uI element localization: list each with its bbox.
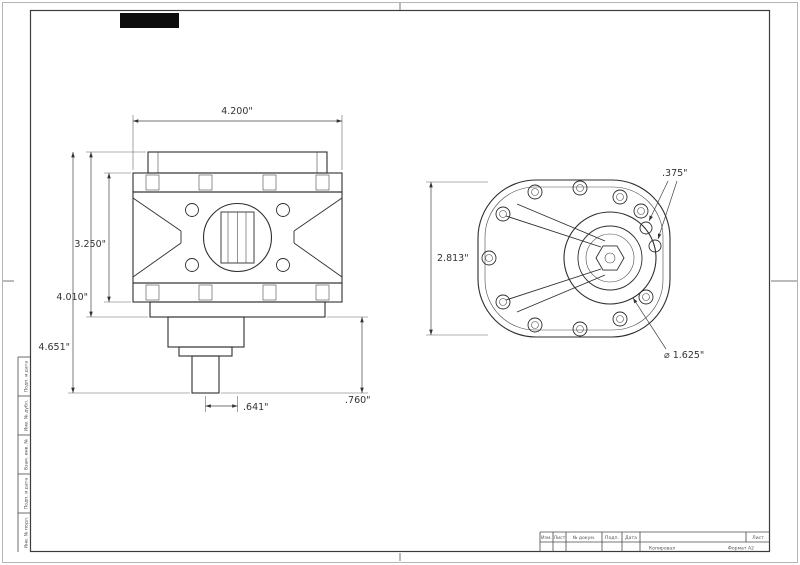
title-col-docnum: № докум. bbox=[573, 535, 596, 541]
frame-cell-label: Подп. и дата bbox=[24, 361, 30, 392]
left-notch bbox=[132, 197, 182, 278]
front-housing bbox=[477, 179, 671, 338]
dim-body-height: 3.250" bbox=[74, 239, 106, 250]
top-plate bbox=[147, 151, 328, 174]
front-view-dimensions: 2.813" .375" ⌀ 1.625" bbox=[426, 168, 704, 361]
dim-shaft-length: .760" bbox=[345, 395, 371, 406]
perimeter-bolts bbox=[481, 180, 654, 337]
title-col-date: Дата bbox=[625, 535, 637, 541]
port-hole bbox=[639, 221, 653, 235]
title-format-label: Формат А2 bbox=[728, 546, 754, 552]
inlet-step bbox=[167, 316, 245, 348]
frame-cell-label: Подп. и дата bbox=[24, 478, 30, 509]
dim-front-height: 2.813" bbox=[437, 253, 469, 264]
dim-port-dia: .375" bbox=[662, 168, 688, 179]
dim-hub-dia: ⌀ 1.625" bbox=[664, 350, 704, 361]
bottom-flange bbox=[132, 282, 343, 303]
body-bolts bbox=[185, 203, 290, 272]
hub-ring-inner bbox=[585, 233, 635, 283]
title-sheet-label: Лист bbox=[752, 535, 764, 541]
title-col-izm: Изм. bbox=[541, 535, 552, 541]
drawing-frame bbox=[29, 9, 771, 553]
pump-front-view bbox=[477, 179, 671, 338]
hub-ring bbox=[577, 225, 643, 291]
frame-cell-label: Инв. № подл. bbox=[24, 517, 30, 549]
left-frame-column: Подп. и дата Инв. № дубл. Взам. инв. № П… bbox=[17, 356, 30, 552]
hex-nut bbox=[595, 245, 625, 271]
flange-bolt-heads bbox=[145, 174, 330, 301]
frame-cell-label: Инв. № дубл. bbox=[24, 400, 30, 431]
title-block: Изм. Лист № докум. Подп. Дата Лист Копир… bbox=[539, 531, 770, 552]
frame-cell-label: Взам. инв. № bbox=[24, 439, 30, 470]
dim-shaft-offset: .641" bbox=[243, 402, 269, 413]
gear-hatch bbox=[227, 212, 247, 263]
dim-overall-width: 4.200" bbox=[221, 106, 253, 117]
title-col-sign: Подп. bbox=[605, 535, 619, 541]
inlet-shaft bbox=[191, 355, 220, 394]
center-marks bbox=[3, 3, 797, 561]
front-housing-inner bbox=[484, 186, 664, 331]
side-view-dimensions: 4.200" 3.250" 4.010" 4.651" .641" .760" bbox=[38, 106, 370, 413]
hub-boss bbox=[563, 211, 657, 305]
title-copied-label: Копировал bbox=[649, 546, 675, 552]
port-hole bbox=[648, 239, 662, 253]
casting-web bbox=[505, 203, 606, 313]
gear-port bbox=[202, 202, 273, 273]
lower-housing bbox=[149, 301, 326, 318]
top-flange bbox=[132, 172, 343, 193]
hub-center bbox=[604, 252, 616, 264]
title-col-list: Лист bbox=[554, 535, 566, 541]
dim-flange-height: 4.010" bbox=[56, 292, 88, 303]
right-notch bbox=[293, 197, 343, 278]
stamp-block bbox=[120, 13, 179, 28]
inlet-collar bbox=[178, 346, 233, 357]
dim-overall-height: 4.651" bbox=[38, 342, 70, 353]
pump-side-view bbox=[132, 151, 343, 394]
